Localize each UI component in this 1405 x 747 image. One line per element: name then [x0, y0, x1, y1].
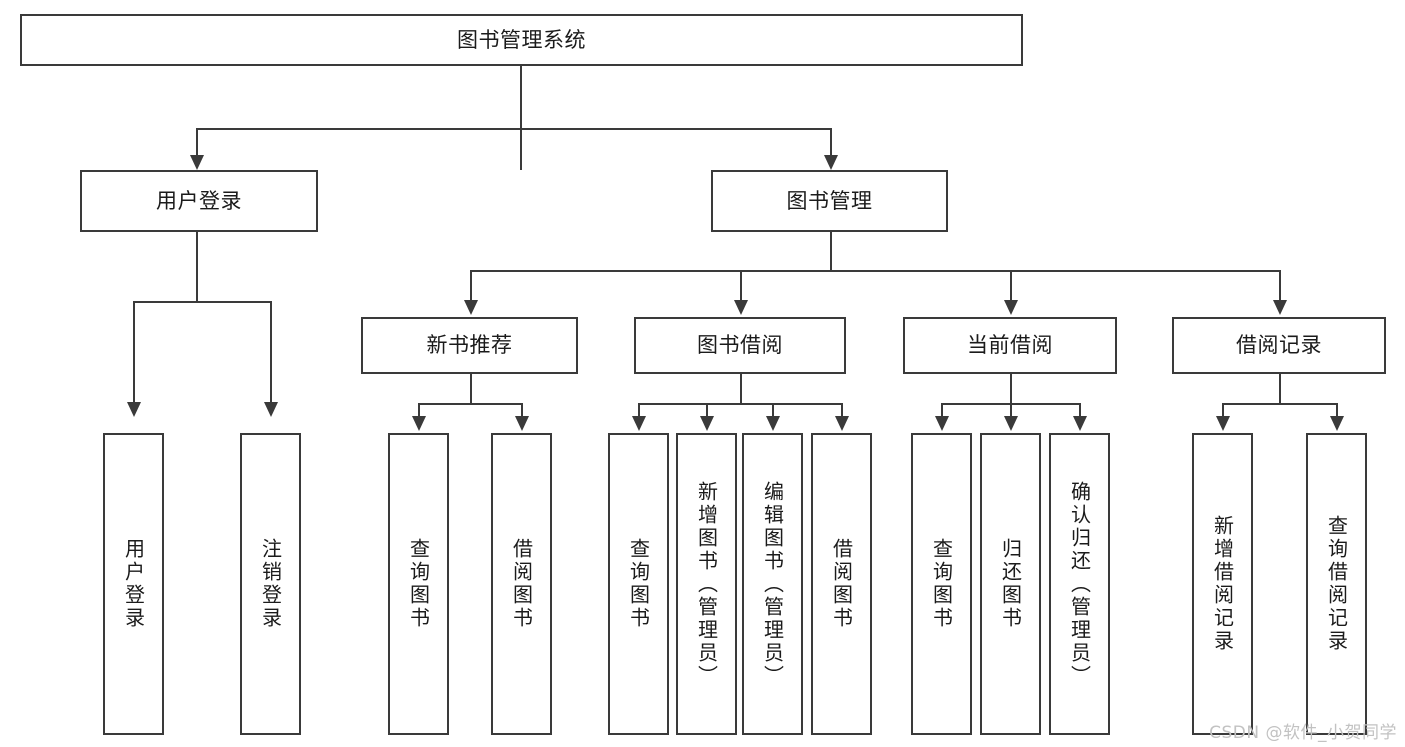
arrow-br-query	[1330, 416, 1344, 431]
edge-drop-nb-query	[418, 403, 420, 419]
arrow-leaf-logout	[264, 402, 278, 417]
arrow-current-borrow	[1004, 300, 1018, 315]
edge-drop-new-book	[470, 270, 472, 303]
arrow-cb-query	[935, 416, 949, 431]
edge-drop-bb-add	[706, 403, 708, 419]
node-leaf-nb-query-book[interactable]: 查询图书	[388, 433, 449, 735]
arrow-bb-edit	[766, 416, 780, 431]
arrow-cb-confirm	[1073, 416, 1087, 431]
node-leaf-bb-add-book-admin[interactable]: 新增图书（管理员）	[676, 433, 737, 735]
node-borrowing-records[interactable]: 借阅记录	[1172, 317, 1386, 374]
edge-borrowrecords-stem	[1279, 374, 1281, 405]
node-label: 查询借阅记录	[1324, 515, 1349, 653]
edge-drop-bb-edit	[772, 403, 774, 419]
node-label: 图书借阅	[697, 333, 783, 358]
arrow-book-borrow	[734, 300, 748, 315]
edge-drop-br-add	[1222, 403, 1224, 419]
edge-borrowrecords-bus	[1222, 403, 1338, 405]
edge-drop-borrow-records	[1279, 270, 1281, 303]
node-label: 新增图书（管理员）	[694, 480, 719, 688]
arrow-bb-query	[632, 416, 646, 431]
edge-root-bus	[196, 128, 832, 130]
edge-drop-cb-return	[1010, 403, 1012, 419]
edge-bookmanage-bus	[470, 270, 1281, 272]
node-label: 当前借阅	[967, 333, 1053, 358]
edge-drop-book-manage	[830, 128, 832, 158]
csdn-watermark: CSDN @软件_小贺同学	[1209, 723, 1397, 743]
arrow-br-add	[1216, 416, 1230, 431]
edge-drop-current-borrow	[1010, 270, 1012, 303]
edge-drop-leaf-logout	[270, 301, 272, 405]
arrow-user-login	[190, 155, 204, 170]
node-label: 查询图书	[929, 538, 954, 630]
node-current-borrowing[interactable]: 当前借阅	[903, 317, 1117, 374]
node-label: 新书推荐	[426, 333, 513, 358]
node-leaf-bb-borrow-book[interactable]: 借阅图书	[811, 433, 872, 735]
node-leaf-bb-edit-book-admin[interactable]: 编辑图书（管理员）	[742, 433, 803, 735]
node-label: 注销登录	[258, 538, 283, 630]
edge-bookborrow-bus	[638, 403, 842, 405]
edge-drop-br-query	[1336, 403, 1338, 419]
edge-bookborrow-stem	[740, 374, 742, 405]
node-leaf-bb-query-book[interactable]: 查询图书	[608, 433, 669, 735]
node-leaf-cb-query-book[interactable]: 查询图书	[911, 433, 972, 735]
node-leaf-br-add-record[interactable]: 新增借阅记录	[1192, 433, 1253, 735]
node-leaf-logout[interactable]: 注销登录	[240, 433, 301, 735]
arrow-cb-return	[1004, 416, 1018, 431]
node-root-book-management-system[interactable]: 图书管理系统	[20, 14, 1023, 66]
node-label: 借阅记录	[1236, 333, 1322, 358]
node-label: 图书管理系统	[457, 27, 586, 52]
edge-drop-bb-borrow	[841, 403, 843, 419]
arrow-bb-add	[700, 416, 714, 431]
arrow-leaf-user-login	[127, 402, 141, 417]
node-label: 查询图书	[406, 538, 431, 630]
arrow-borrow-records	[1273, 300, 1287, 315]
node-label: 用户登录	[156, 188, 242, 213]
node-label: 用户登录	[121, 538, 146, 630]
edge-userlogin-bus	[133, 301, 271, 303]
arrow-nb-query	[412, 416, 426, 431]
edge-drop-book-borrow	[740, 270, 742, 303]
arrow-bb-borrow	[835, 416, 849, 431]
node-book-management[interactable]: 图书管理	[711, 170, 948, 232]
node-label: 确认归还（管理员）	[1067, 480, 1092, 688]
edge-drop-cb-query	[941, 403, 943, 419]
node-leaf-cb-confirm-return-admin[interactable]: 确认归还（管理员）	[1049, 433, 1110, 735]
node-label: 编辑图书（管理员）	[760, 480, 785, 688]
node-label: 归还图书	[998, 538, 1023, 630]
node-leaf-br-query-record[interactable]: 查询借阅记录	[1306, 433, 1367, 735]
node-label: 查询图书	[626, 538, 651, 630]
node-label: 借阅图书	[829, 538, 854, 630]
arrow-new-book	[464, 300, 478, 315]
node-label: 新增借阅记录	[1210, 515, 1235, 653]
edge-drop-cb-confirm	[1079, 403, 1081, 419]
node-new-book-recommendation[interactable]: 新书推荐	[361, 317, 578, 374]
edge-drop-bb-query	[638, 403, 640, 419]
node-leaf-nb-borrow-book[interactable]: 借阅图书	[491, 433, 552, 735]
arrow-book-manage	[824, 155, 838, 170]
node-user-login[interactable]: 用户登录	[80, 170, 318, 232]
node-book-borrowing[interactable]: 图书借阅	[634, 317, 846, 374]
node-leaf-user-login[interactable]: 用户登录	[103, 433, 164, 735]
edge-drop-leaf-user-login	[133, 301, 135, 405]
node-label: 图书管理	[786, 188, 873, 213]
node-label: 借阅图书	[509, 538, 534, 630]
arrow-nb-borrow	[515, 416, 529, 431]
edge-userlogin-stem	[196, 232, 198, 303]
node-leaf-cb-return-book[interactable]: 归还图书	[980, 433, 1041, 735]
edge-bookmanage-stem	[830, 232, 832, 272]
edge-newbook-stem	[470, 374, 472, 405]
edge-currentborrow-stem	[1010, 374, 1012, 405]
edge-root-stem	[520, 66, 522, 170]
edge-drop-nb-borrow	[521, 403, 523, 419]
edge-newbook-bus	[418, 403, 523, 405]
edge-drop-user-login	[196, 128, 198, 158]
